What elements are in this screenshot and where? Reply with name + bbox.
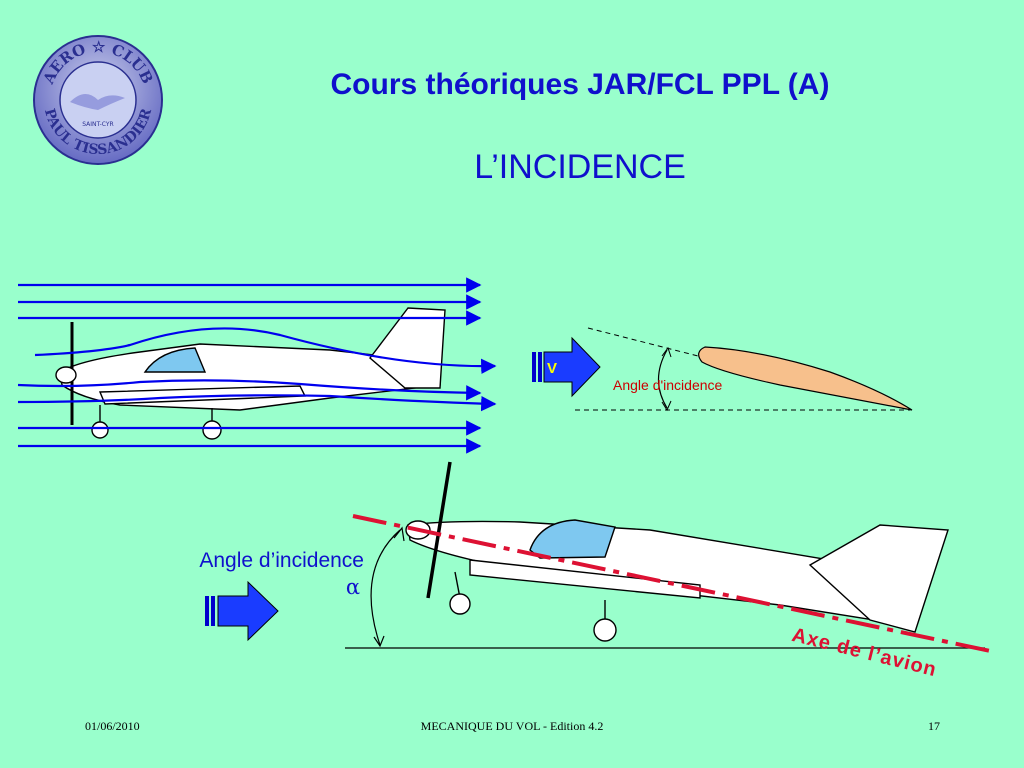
airflow-lines [17, 277, 497, 454]
footer-date: 01/06/2010 [85, 719, 140, 733]
slide-title: Cours théoriques JAR/FCL PPL (A) [330, 68, 830, 101]
incidence-label: Angle d’incidence [199, 549, 364, 572]
velocity-arrow [532, 336, 601, 398]
aero-club-logo: AERO ☆ CLUB PAUL TISSANDIER SAINT-CYR [33, 35, 163, 165]
relative-wind-arrow [205, 580, 279, 642]
airplane-small [55, 307, 446, 440]
airfoil-angle-label: Angle d'incidence [613, 377, 723, 393]
airplane-large [405, 461, 949, 642]
airfoil-diagram [575, 327, 913, 412]
velocity-label: V [546, 360, 557, 377]
alpha-symbol: α [345, 575, 360, 599]
slide-subtitle: L’INCIDENCE [474, 148, 686, 186]
logo-center-text: SAINT-CYR [82, 121, 113, 128]
incidence-angle-arc [370, 526, 405, 648]
aircraft-axis-line [352, 514, 996, 654]
footer-page-number: 17 [928, 719, 940, 733]
footer-edition: MECANIQUE DU VOL - Edition 4.2 [420, 719, 604, 733]
